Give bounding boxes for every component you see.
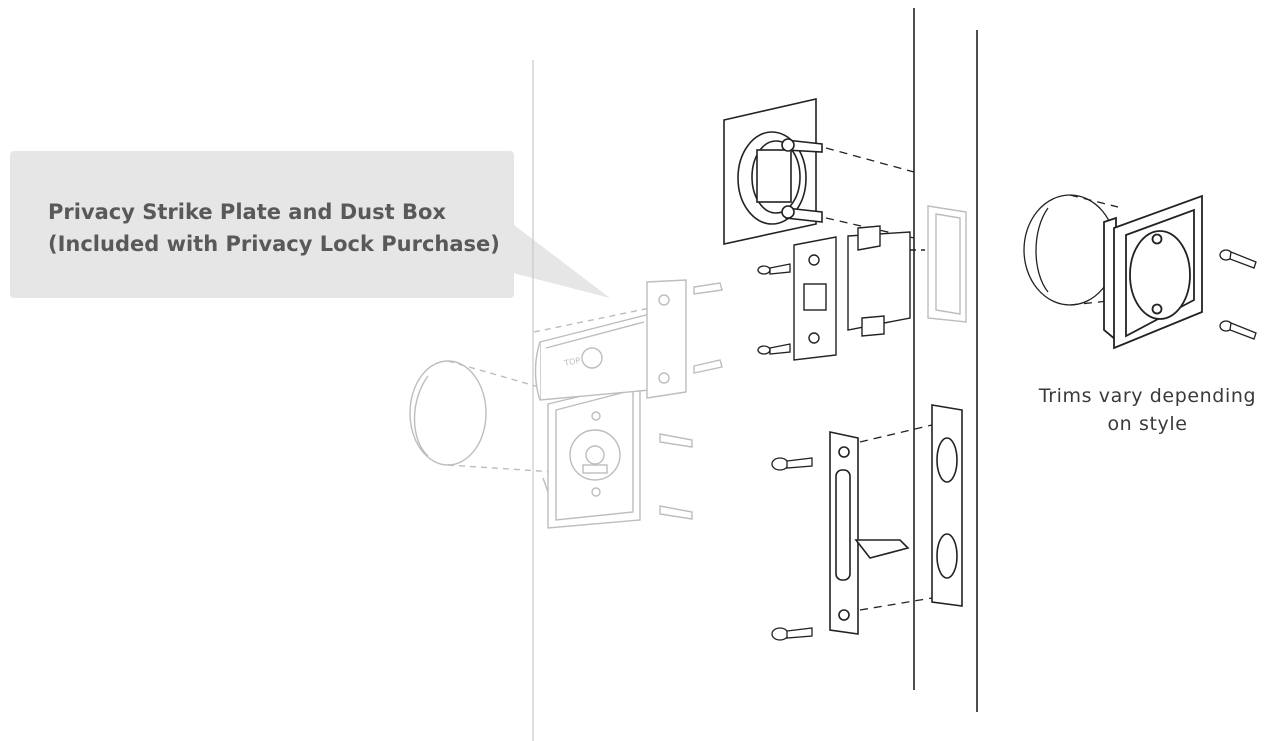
dust-box-icon: [927, 205, 967, 323]
screw-icon: [659, 282, 723, 520]
screw-icon: [1219, 249, 1257, 340]
svg-text:TOP: TOP: [563, 356, 582, 368]
callout-line-1: Privacy Strike Plate and Dust Box: [48, 200, 446, 224]
screw-icon: [771, 457, 813, 641]
callout-line-2: (Included with Privacy Lock Purchase): [48, 232, 500, 256]
strike-plate-icon: [793, 225, 925, 361]
lock-chassis-icon: TOP: [533, 279, 687, 401]
trim-rose-icon: [1023, 194, 1203, 350]
callout-box: [10, 151, 610, 298]
passage-rose-icon: [723, 97, 915, 245]
privacy-rose-icon: [409, 360, 561, 473]
privacy-trim-plate-icon: [542, 381, 641, 529]
note-line-1: Trims vary depending: [1038, 385, 1257, 407]
trim-variation-note: Trims vary depending on style: [1020, 382, 1275, 438]
door-edge-lines: [532, 8, 978, 741]
privacy-strike-callout: Privacy Strike Plate and Dust Box (Inclu…: [48, 196, 508, 260]
edge-pull-icon: [829, 404, 963, 635]
privacy-ghost-components: TOP: [409, 205, 967, 529]
screw-icon: [757, 263, 791, 355]
note-line-2: on style: [1107, 413, 1188, 435]
